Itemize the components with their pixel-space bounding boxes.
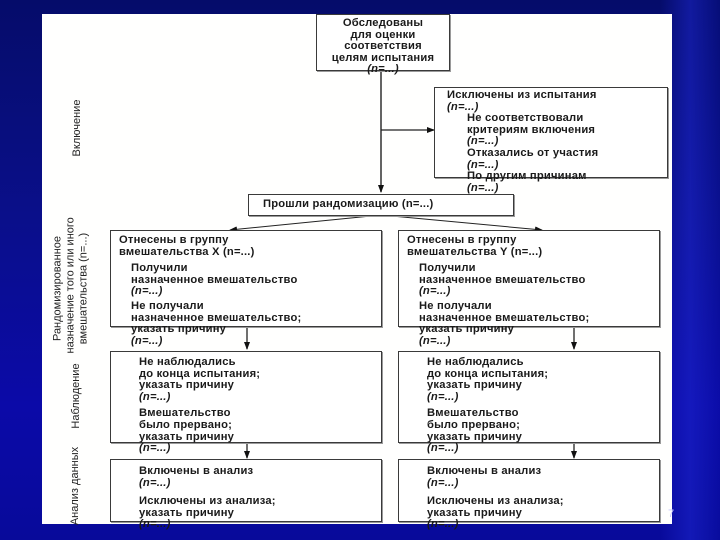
- allocation-title: Отнесены в группу: [407, 234, 517, 246]
- not-received-count: (n=...): [131, 334, 163, 347]
- excluded-reason: По другим причинам: [467, 170, 587, 183]
- lost-line: указать причину: [427, 379, 523, 392]
- excluded-analysis-line: Исключены из анализа;: [427, 495, 564, 508]
- not-received-line: указать причину: [131, 323, 227, 336]
- not-received-line: Не получали: [131, 299, 204, 312]
- analysed-count: (n=...): [139, 476, 171, 489]
- excluded-count: (n=...): [447, 100, 479, 113]
- excluded-reason-count: (n=...): [467, 135, 499, 148]
- randomized-box: Прошли рандомизацию (n=...): [248, 194, 514, 216]
- excluded-reason-count: (n=...): [467, 181, 499, 194]
- discontinued-line: указать причину: [427, 430, 523, 443]
- lost-line: Не наблюдались: [139, 356, 236, 368]
- stage-label-enrollment: Включение: [71, 99, 83, 157]
- assessed-box: Обследованы для оценки соответствия целя…: [316, 14, 450, 75]
- received-line: Получили: [419, 262, 476, 275]
- assessed-line: целям испытания: [331, 51, 435, 64]
- allocation-title: вмешательства Y (n=...): [407, 245, 543, 258]
- stage-label-follow-up: Наблюдение: [70, 363, 82, 429]
- allocation-title: Отнесены в группу: [119, 234, 229, 246]
- not-received-line: назначенное вмешательство;: [131, 311, 302, 324]
- excluded-title: Исключены из испытания: [447, 89, 597, 101]
- excluded-analysis-line: указать причину: [139, 506, 235, 519]
- arm-x-follow-up-box: Не наблюдались до конца испытания; указа…: [110, 351, 382, 454]
- allocation-label-line: Рандомизированное: [51, 235, 64, 342]
- arrow-randomized-to-arm-y: [380, 214, 543, 233]
- stage-label-allocation: Рандомизированное назначение того или ин…: [51, 217, 91, 354]
- assessed-line: Обследованы: [342, 17, 424, 29]
- assessed-line: соответствия: [344, 40, 422, 53]
- excluded-reason: Не соответствовали: [467, 112, 584, 125]
- arm-x-allocation-box: Отнесены в группу вмешательства X (n=...…: [110, 230, 382, 346]
- discontinued-count: (n=...): [139, 442, 171, 455]
- excluded-analysis-count: (n=...): [139, 518, 171, 531]
- discontinued-line: было прервано;: [427, 418, 521, 431]
- not-received-line: назначенное вмешательство;: [419, 311, 590, 324]
- discontinued-line: Вмешательство: [427, 407, 519, 420]
- arm-y-follow-up-box: Не наблюдались до конца испытания; указа…: [398, 351, 660, 454]
- arm-y-analysis-box: Включены в анализ (n=...) Исключены из а…: [398, 459, 660, 530]
- discontinued-line: было прервано;: [139, 418, 233, 431]
- arrow-randomized-to-arm-x: [229, 214, 382, 233]
- lost-line: до конца испытания;: [427, 367, 549, 380]
- lost-count: (n=...): [427, 390, 459, 403]
- flow-connectors: [229, 70, 577, 459]
- received-line: Получили: [131, 262, 188, 275]
- received-count: (n=...): [419, 285, 451, 298]
- lost-line: Не наблюдались: [427, 356, 524, 368]
- excluded-reason-count: (n=...): [467, 158, 499, 171]
- excluded-analysis-count: (n=...): [427, 518, 459, 531]
- analysed-line: Включены в анализ: [139, 465, 254, 477]
- excluded-analysis-line: указать причину: [427, 506, 523, 519]
- lost-count: (n=...): [139, 390, 171, 403]
- analysed-line: Включены в анализ: [427, 465, 542, 477]
- not-received-line: Не получали: [419, 299, 492, 312]
- excluded-analysis-line: Исключены из анализа;: [139, 495, 276, 508]
- excluded-reason: Отказались от участия: [467, 146, 599, 159]
- allocation-title: вмешательства X (n=...): [119, 245, 255, 258]
- discontinued-line: указать причину: [139, 430, 235, 443]
- slide-page-number: 7: [668, 508, 675, 520]
- not-received-count: (n=...): [419, 334, 451, 347]
- arm-y-allocation-box: Отнесены в группу вмешательства Y (n=...…: [398, 230, 660, 346]
- lost-line: до конца испытания;: [139, 367, 261, 380]
- excluded-reason: критериям включения: [467, 123, 596, 136]
- analysed-count: (n=...): [427, 476, 459, 489]
- allocation-label-line: назначение того или иного: [64, 217, 77, 354]
- lost-line: указать причину: [139, 379, 235, 392]
- assessed-count: (n=...): [367, 63, 399, 76]
- received-line: назначенное вмешательство: [131, 273, 298, 286]
- received-line: назначенное вмешательство: [419, 273, 586, 286]
- discontinued-count: (n=...): [427, 442, 459, 455]
- allocation-label-line: вмешательства (n=...): [77, 232, 90, 345]
- assessed-line: для оценки: [350, 28, 416, 41]
- excluded-box: Исключены из испытания (n=...) Не соотве…: [434, 87, 668, 193]
- slide-panel: Включение Рандомизированное назначение т…: [42, 14, 672, 530]
- randomized-label: Прошли рандомизацию (n=...): [263, 198, 434, 210]
- arm-x-analysis-box: Включены в анализ (n=...) Исключены из а…: [110, 459, 382, 530]
- discontinued-line: Вмешательство: [139, 407, 231, 420]
- received-count: (n=...): [131, 285, 163, 298]
- not-received-line: указать причину: [419, 323, 515, 336]
- stage-label-analysis: Анализ данных: [69, 446, 81, 526]
